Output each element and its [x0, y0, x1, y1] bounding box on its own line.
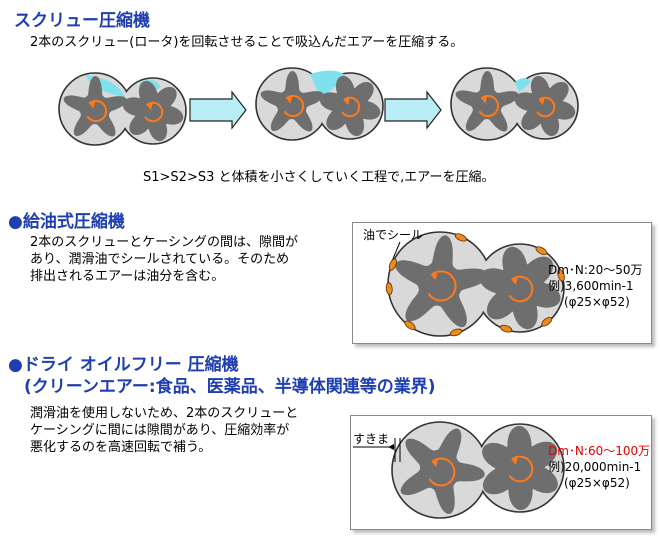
- female-rotor: [319, 75, 381, 137]
- oil-description: 2本のスクリューとケーシングの間は、隙間が あり、潤滑油でシールされている。その…: [30, 234, 298, 285]
- female-rotor: [482, 426, 558, 510]
- oil-seal-mark: [404, 320, 416, 330]
- female-rotor: [122, 80, 184, 142]
- rotation-arrow-head: [89, 101, 96, 109]
- dry-description-line: 潤滑油を使用しないため、2本のスクリューと: [30, 406, 299, 421]
- rotation-arrow: [341, 96, 361, 118]
- stage-caption: S1>S2>S3 と体積を小さくしていく工程で,エアーを圧縮。: [143, 170, 495, 185]
- oil-description-line: あり、潤滑油でシールされている。そのため: [30, 252, 290, 267]
- rotation-arrow-head: [343, 98, 350, 106]
- oil-spec: Dm･N:20～50万 例)3,600min-1 (φ25×φ52): [548, 262, 643, 310]
- rotation-arrow: [428, 457, 456, 487]
- rotation-arrow: [478, 94, 500, 118]
- oil-seal-mark: [541, 316, 553, 327]
- dry-spec-speed: 例)20,000min-1: [548, 460, 642, 474]
- dry-description: 潤滑油を使用しないため、2本のスクリューと ケーシングに間には隙間があり、圧縮効…: [30, 405, 298, 456]
- male-rotor: [63, 76, 127, 137]
- rotation-arrow: [144, 101, 164, 123]
- oil-seal-mark: [385, 282, 393, 296]
- rotation-arrow: [536, 96, 556, 118]
- oil-spec-size: (φ25×φ52): [564, 295, 630, 309]
- gap-label: すきま: [353, 432, 390, 446]
- rotation-arrow-head: [538, 98, 545, 106]
- oil-description-line: 排出されるエアーは油分を含む。: [30, 269, 225, 284]
- dry-description-line: ケーシングに間には隙間があり、圧縮効率が: [30, 423, 290, 438]
- oil-seal-mark: [454, 233, 467, 242]
- page-title: スクリュー圧縮機: [14, 11, 150, 31]
- oil-spec-dmn: Dm･N:20～50万: [548, 263, 643, 277]
- oil-description-line: 2本のスクリューとケーシングの間は、隙間が: [30, 235, 299, 250]
- rotation-arrow: [508, 275, 534, 303]
- female-rotor: [479, 246, 561, 330]
- rotation-arrow-head: [511, 457, 518, 465]
- dry-spec: Dm･N:60～100万 例)20,000min-1 (φ25×φ52): [548, 443, 650, 491]
- male-rotor: [455, 71, 519, 132]
- stage-arrow-1: [189, 90, 247, 130]
- rotation-arrow-head: [511, 277, 518, 285]
- stage-arrow-2: [384, 90, 442, 130]
- oil-seal-mark: [535, 246, 548, 256]
- rotation-arrow: [508, 455, 534, 483]
- rotation-arrow: [86, 99, 108, 123]
- gap-arrow-head: [388, 444, 394, 450]
- rotation-arrow-head: [481, 96, 488, 104]
- dry-description-line: 悪化するのを高速回転で補う。: [30, 440, 212, 455]
- dry-section-subheading: (クリーンエアー:食品、医薬品、半導体関連等の業界): [24, 377, 436, 397]
- oil-seal-mark: [499, 324, 513, 333]
- male-rotor: [400, 428, 485, 514]
- rotation-arrow-head: [431, 273, 438, 281]
- rotation-arrow-head: [432, 459, 439, 467]
- rotation-arrow: [427, 270, 457, 302]
- rotation-arrow-head: [146, 103, 153, 111]
- oil-seal-mark: [557, 269, 565, 282]
- female-rotor: [514, 75, 576, 137]
- trapped-air: [515, 78, 531, 92]
- oil-seal-mark: [449, 328, 463, 337]
- dry-spec-dmn: Dm･N:60～100万: [548, 444, 651, 458]
- compression-stages-diagram: [58, 67, 579, 146]
- dry-section-heading: ●ドライ オイルフリー 圧縮機: [8, 355, 239, 375]
- male-rotor: [260, 71, 324, 132]
- male-rotor: [395, 235, 489, 328]
- oil-seal-label: 油でシール: [363, 228, 424, 242]
- rotation-arrow-head: [286, 96, 293, 104]
- intro-text: 2本のスクリュー(ロータ)を回転させることで吸込んだエアーを圧縮する。: [30, 35, 464, 50]
- oil-seal-mark: [388, 258, 397, 271]
- rotation-arrow: [283, 94, 305, 118]
- oil-spec-speed: 例)3,600min-1: [548, 279, 634, 293]
- dry-spec-size: (φ25×φ52): [564, 476, 630, 490]
- oil-section-heading: ●給油式圧縮機: [8, 212, 125, 232]
